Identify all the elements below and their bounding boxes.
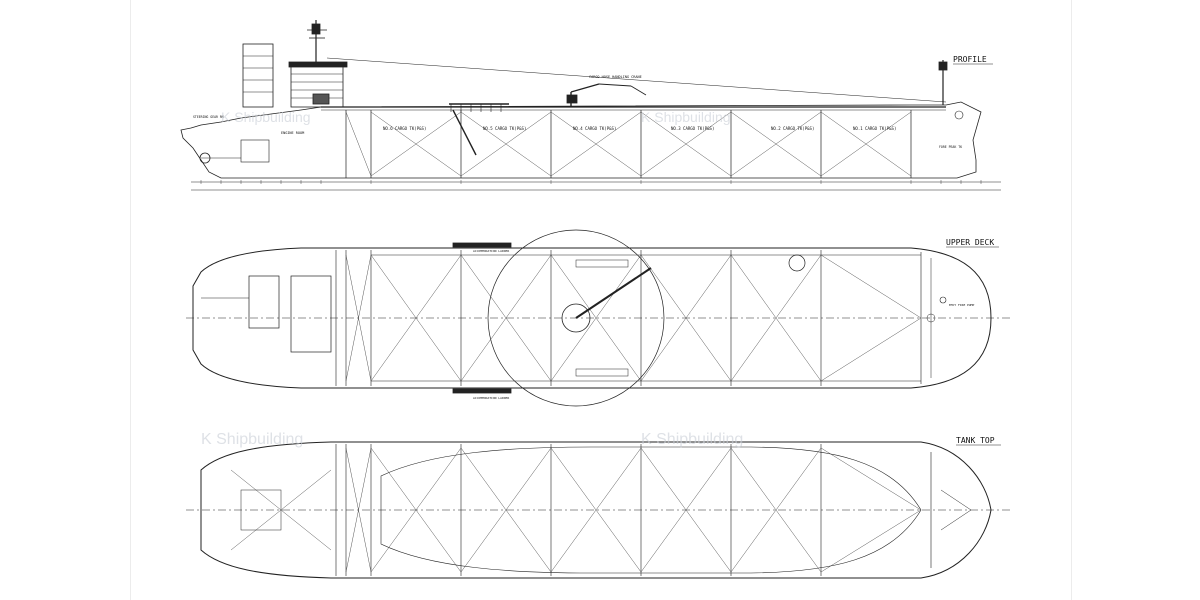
hold-label: NO.6 CARGO TK(P&S) (383, 126, 426, 131)
hold-bulkheads (345, 110, 912, 178)
tank-bulkheads (335, 444, 932, 576)
engine-room-label: ENGINE ROOM (281, 131, 304, 135)
watermark: K Shipbuilding (201, 431, 303, 448)
frame-ticks (200, 180, 982, 184)
hold-label: NO.1 CARGO TK(P&S) (853, 126, 896, 131)
emcy-fire-pump-label: EMCY FIRE PUMP (949, 303, 974, 307)
forestay (326, 57, 947, 103)
profile-title: PROFILE (953, 55, 987, 64)
watermarks: K Shipbuilding K Shipbuilding K Shipbuil… (201, 109, 743, 448)
funnel-casing (242, 43, 274, 108)
crane-slew-circle (487, 229, 665, 407)
accommodation-ladder-label: ACCOMMODATION LADDER (473, 249, 509, 253)
accommodation-footprint (290, 275, 332, 353)
drawing-sheet: PROFILE (130, 0, 1072, 600)
hose-crane: CARGO HOSE HANDLING CRANE (566, 75, 647, 107)
general-arrangement-drawing: PROFILE (180, 20, 1011, 579)
bow-structure: FORE PEAK TK (938, 60, 964, 149)
tank-top-view: TANK TOP (186, 436, 1011, 579)
crane-jib-plan (575, 267, 652, 319)
crane-pedestal (561, 303, 591, 333)
bridge-deck (288, 61, 348, 68)
hold-label: NO.4 CARGO TK(P&S) (573, 126, 616, 131)
crane-label: CARGO HOSE HANDLING CRANE (589, 75, 642, 79)
hold-labels: NO.6 CARGO TK(P&S) NO.5 CARGO TK(P&S) NO… (383, 126, 896, 131)
profile-view: PROFILE (180, 20, 1001, 191)
profile-hull-outline (180, 101, 982, 179)
lifeboat (312, 93, 330, 105)
hold-label: NO.5 CARGO TK(P&S) (483, 126, 526, 131)
bow-mooring-winch (788, 254, 806, 272)
tank-top-title: TANK TOP (956, 436, 995, 445)
fore-peak-label: FORE PEAK TK (939, 145, 962, 149)
hold-diagonals (345, 111, 912, 177)
engine-seat (240, 489, 282, 531)
watermark: K Shipbuilding (221, 109, 311, 125)
deck-diagonals (345, 254, 922, 382)
accommodation-ladder-port (452, 242, 512, 248)
watermark: K Shipbuilding (641, 431, 743, 448)
engine-room: ENGINE ROOM STEERING GEAR RM (193, 115, 304, 164)
accommodation-ladder-label: ACCOMMODATION LADDER (473, 396, 509, 400)
accommodation-ladder-stbd (452, 388, 512, 394)
upper-deck-title: UPPER DECK (946, 238, 994, 247)
hold-label: NO.3 CARGO TK(P&S) (671, 126, 714, 131)
hold-label: NO.2 CARGO TK(P&S) (771, 126, 814, 131)
upper-deck-hull (192, 247, 992, 389)
upper-deck-view: UPPER DECK (186, 229, 1011, 407)
casing-footprint (248, 275, 280, 329)
steering-label: STEERING GEAR RM (193, 115, 224, 119)
deck-bulkheads (335, 250, 922, 386)
watermark: K Shipbuilding (641, 109, 731, 125)
